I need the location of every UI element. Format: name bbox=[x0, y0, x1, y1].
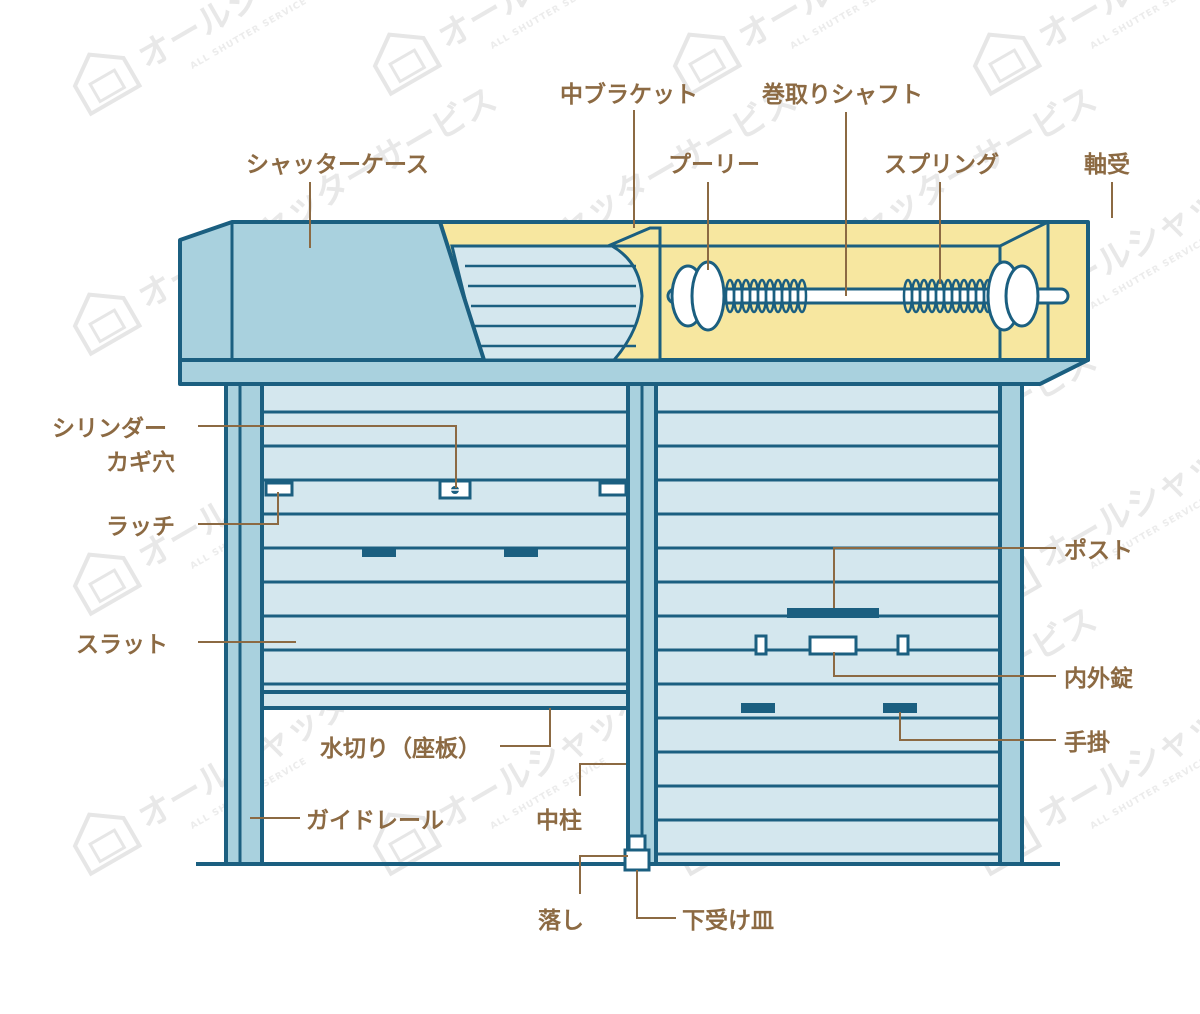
watermark-shutter-icon bbox=[388, 828, 427, 864]
handle-right-1 bbox=[741, 703, 775, 713]
bottom-bar bbox=[260, 690, 630, 710]
mail-slot bbox=[787, 608, 879, 618]
watermark-house-icon bbox=[672, 32, 743, 97]
label-middle-bracket: 中ブラケット bbox=[560, 81, 698, 108]
watermark-shutter-icon bbox=[88, 568, 127, 604]
label-drop-bolt: 落し bbox=[538, 908, 584, 934]
watermark-shutter-icon bbox=[88, 308, 127, 344]
pulley-left bbox=[670, 260, 726, 332]
springs bbox=[724, 278, 994, 314]
watermark-house-icon bbox=[72, 52, 143, 117]
label-floor-receiver: 下受け皿 bbox=[682, 907, 774, 934]
label-bottom-bar: 水切り（座板） bbox=[320, 735, 481, 762]
watermark-house-icon bbox=[72, 292, 143, 357]
label-cylinder: シリンダー bbox=[52, 415, 167, 442]
rolled-slat-lines bbox=[465, 264, 636, 348]
label-lock: 内外錠 bbox=[1064, 665, 1133, 692]
handle-left-1 bbox=[362, 547, 396, 557]
watermark-shutter-icon bbox=[88, 828, 127, 864]
pulley-right bbox=[986, 260, 1040, 332]
watermark-house-icon bbox=[972, 32, 1043, 97]
watermark-shutter-icon bbox=[988, 48, 1027, 84]
label-bearing: 軸受 bbox=[1084, 151, 1130, 178]
inside-outside-lock bbox=[754, 634, 910, 656]
handle-left-2 bbox=[504, 547, 538, 557]
label-mail-slot: ポスト bbox=[1064, 537, 1133, 564]
center-post bbox=[626, 378, 658, 866]
label-spring: スプリング bbox=[884, 151, 999, 178]
guide-rail-left bbox=[224, 378, 264, 866]
watermark-shutter-icon bbox=[688, 48, 727, 84]
label-keyhole: カギ穴 bbox=[106, 449, 175, 476]
watermark-house-icon bbox=[72, 812, 143, 877]
label-latch: ラッチ bbox=[106, 514, 175, 540]
label-center-post: 中柱 bbox=[536, 808, 582, 834]
label-pulley: プーリー bbox=[668, 152, 760, 178]
watermark-house-icon bbox=[372, 32, 443, 97]
leader-lines bbox=[198, 110, 1113, 919]
label-handle: 手掛 bbox=[1064, 730, 1110, 756]
handle-right-2 bbox=[883, 703, 917, 713]
slat-lines-right bbox=[656, 410, 1000, 856]
watermark-shutter-icon bbox=[88, 68, 127, 104]
slat-panel-left bbox=[260, 378, 630, 710]
spring-coil bbox=[796, 278, 808, 314]
watermark-house-icon bbox=[372, 812, 443, 877]
guide-rail-right bbox=[998, 378, 1024, 866]
label-guide-rail: ガイドレール bbox=[306, 808, 444, 834]
label-slat: スラット bbox=[76, 632, 168, 658]
drop-bolt bbox=[623, 834, 651, 872]
label-winding-shaft: 巻取りシャフト bbox=[761, 82, 923, 108]
latch-right bbox=[598, 481, 628, 497]
watermark-shutter-icon bbox=[388, 48, 427, 84]
label-shutter-case: シャッターケース bbox=[246, 152, 429, 178]
slat-panel-right bbox=[654, 378, 1002, 866]
watermark-house-icon bbox=[72, 552, 143, 617]
